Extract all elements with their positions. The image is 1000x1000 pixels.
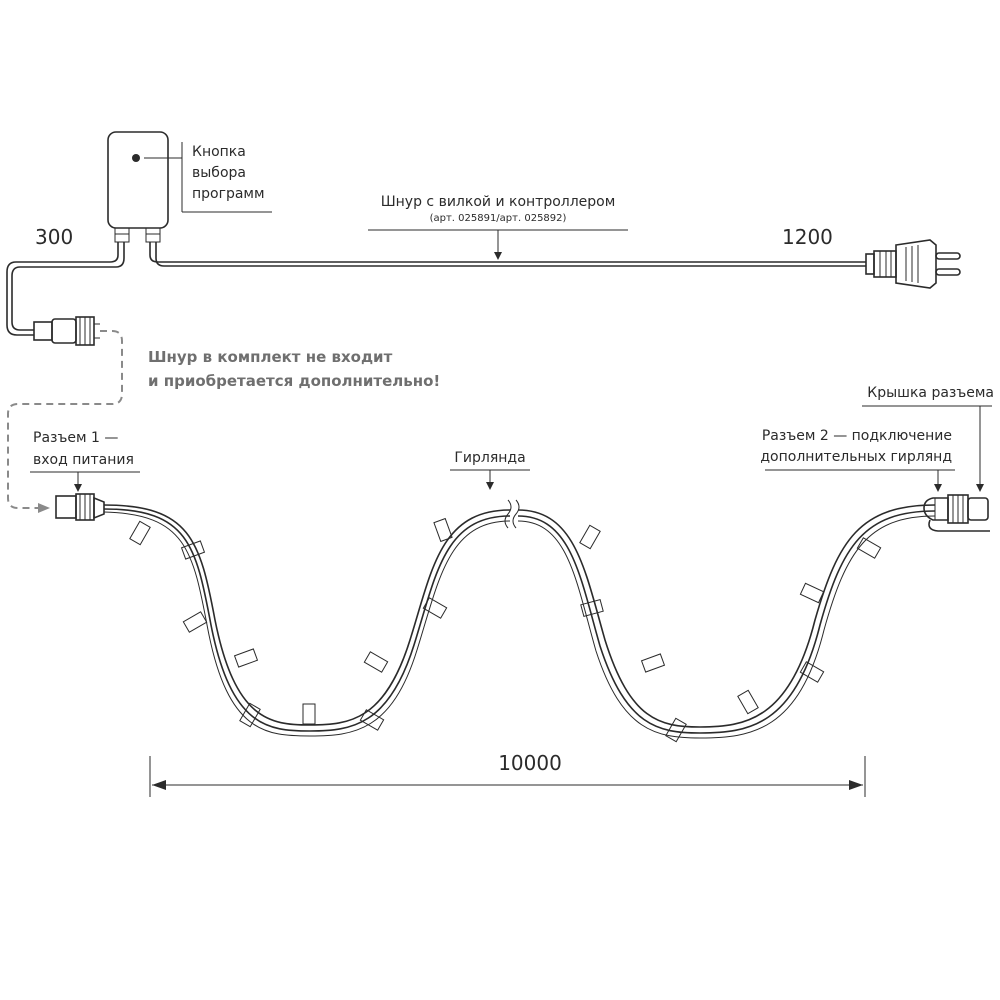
garland-wire	[103, 499, 936, 739]
led-bulb	[799, 661, 825, 683]
left-cord	[6, 242, 125, 336]
led-bulbs	[129, 517, 882, 743]
led-bulb	[180, 540, 206, 560]
cord-callout: Шнур с вилкой и контроллером (арт. 02589…	[368, 194, 628, 260]
right-cord	[149, 242, 866, 267]
not-included-line-2: и приобретается дополнительно!	[148, 372, 440, 390]
button-label-line-2: выбора	[192, 165, 246, 181]
program-button-icon	[132, 154, 140, 162]
led-bulb	[640, 653, 666, 673]
cap-callout: Крышка разъема	[862, 385, 994, 492]
connector-2-label-line-2: дополнительных гирлянд	[760, 449, 952, 465]
connector-2-callout: Разъем 2 — подключение дополнительных ги…	[760, 428, 955, 492]
led-bulb	[665, 717, 687, 743]
left-cord-length: 300	[35, 225, 73, 249]
led-bulb	[737, 689, 759, 715]
connector-1	[55, 493, 105, 521]
led-bulb	[433, 517, 453, 543]
connector-1-label-line-2: вход питания	[33, 452, 134, 468]
button-label-line-1: Кнопка	[192, 144, 246, 160]
led-bulb	[580, 599, 604, 617]
connector-2	[923, 494, 990, 532]
right-cord-length: 1200	[782, 225, 833, 249]
optional-cord-dashed	[7, 330, 123, 513]
mains-plug	[865, 239, 961, 289]
garland-length: 10000	[498, 751, 562, 775]
cap-label: Крышка разъема	[867, 385, 994, 401]
length-dimension: 10000	[149, 751, 866, 797]
controller-box	[107, 131, 169, 243]
button-label-line-3: программ	[192, 186, 265, 202]
garland-callout: Гирлянда	[450, 450, 530, 490]
led-bulb	[422, 597, 448, 619]
led-bulb	[129, 520, 151, 546]
led-bulb	[856, 537, 882, 559]
cord-articles: (арт. 025891/арт. 025892)	[430, 213, 567, 224]
led-bulb	[799, 582, 825, 604]
connector-1-label-line-1: Разъем 1 —	[33, 430, 118, 446]
connector-1-callout: Разъем 1 — вход питания	[30, 430, 140, 492]
cord-title: Шнур с вилкой и контроллером	[381, 194, 616, 210]
led-bulb	[302, 703, 316, 725]
not-included-line-1: Шнур в комплект не входит	[148, 348, 393, 366]
led-bulb	[182, 611, 208, 633]
cord-connector	[33, 316, 100, 346]
led-bulb	[233, 648, 259, 668]
connector-2-label-line-1: Разъем 2 — подключение	[762, 428, 952, 444]
led-bulb	[239, 702, 261, 728]
led-bulb	[359, 709, 385, 731]
led-bulb	[579, 524, 601, 550]
led-bulb	[363, 651, 389, 673]
button-callout: Кнопка выбора программ	[144, 142, 272, 213]
garland-label: Гирлянда	[454, 450, 525, 466]
